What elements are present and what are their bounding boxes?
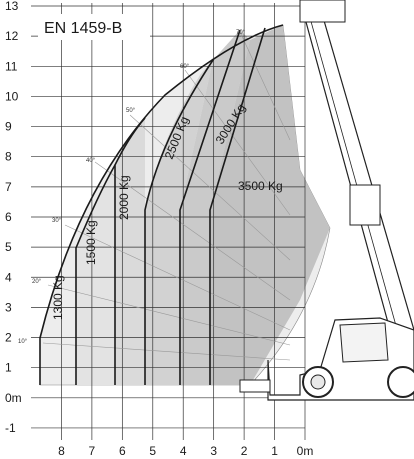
ray-50	[129, 114, 291, 261]
x-tick-label: 3	[210, 444, 217, 458]
y-tick-label: 11	[5, 59, 18, 73]
angle-label: 30°	[52, 218, 62, 224]
x-tick-label: 5	[149, 444, 156, 458]
y-tick-label: 0m	[5, 391, 22, 405]
zone-3500kg	[210, 25, 330, 385]
y-tick-label: 12	[5, 29, 19, 43]
y-tick-label: 4	[5, 270, 12, 284]
zone-1500kg	[76, 165, 115, 385]
telehandler-illustration	[239, 0, 414, 401]
x-tick-label: 4	[180, 444, 187, 458]
zone-3000kg	[180, 30, 250, 385]
angle-label: 60°	[180, 64, 190, 70]
capacity-curves	[39, 24, 284, 385]
ray-20	[47, 284, 291, 346]
capacity-label: 3500 Kg	[238, 179, 283, 193]
angle-label: 70°	[236, 30, 246, 36]
front-forks	[239, 379, 271, 393]
curve-1300kg	[39, 24, 284, 385]
y-tick-label: 6	[5, 210, 12, 224]
curve-2000kg	[114, 117, 146, 385]
angle-label: 40°	[86, 158, 96, 164]
y-tick-label: 10	[5, 89, 19, 103]
ray-30	[64, 224, 291, 331]
y-tick-label: 13	[5, 0, 19, 13]
y-tick-label: 2	[5, 331, 12, 345]
capacity-label: 1300 Kg	[51, 275, 65, 320]
standard-label: EN 1459-B	[44, 20, 122, 37]
capacity-label: 1500 Kg	[84, 220, 98, 265]
x-tick-label: 8	[58, 444, 65, 458]
cab-window	[339, 322, 389, 363]
boom	[299, 0, 414, 353]
ray-10	[42, 342, 291, 361]
front-hub	[310, 374, 326, 390]
angle-label: 10°	[18, 339, 28, 345]
boom-edge	[304, 0, 401, 341]
ray-40	[94, 161, 291, 301]
fork-carriage-top	[299, 0, 346, 23]
y-tick-label: 3	[5, 300, 12, 314]
y-tick-label: 8	[5, 150, 12, 164]
capacity-label: 2000 Kg	[117, 175, 131, 220]
grid	[31, 3, 306, 440]
fork-carriage-mid	[349, 184, 381, 226]
y-tick-label: 1	[5, 361, 12, 375]
y-tick-label: 5	[5, 240, 12, 254]
y-axis-ticks: 13 12 11 10 9 8 7 6 5 4 3 2 1 0m -1	[5, 0, 22, 435]
curve-1500kg	[75, 164, 116, 385]
x-tick-label: 0m	[297, 444, 314, 458]
angle-labels: 10° 20° 30° 40° 50° 60° 70°	[18, 30, 246, 345]
angle-label: 20°	[32, 279, 42, 285]
rear-wheel	[387, 366, 414, 398]
x-tick-label: 7	[89, 444, 96, 458]
angle-rays	[42, 31, 291, 361]
y-tick-label: 7	[5, 180, 12, 194]
ray-60	[184, 69, 291, 216]
x-tick-label: 1	[271, 444, 278, 458]
y-tick-label: 9	[5, 120, 12, 134]
ray-70	[239, 31, 291, 141]
curve-3000kg	[179, 29, 241, 385]
curve-3500kg	[209, 27, 266, 385]
angle-label: 50°	[126, 108, 136, 114]
x-tick-label: 6	[119, 444, 126, 458]
curve-2500kg	[144, 59, 214, 385]
zone-2000kg	[115, 118, 145, 385]
standard-label-bg	[38, 14, 150, 40]
zone-2500kg	[145, 60, 213, 385]
x-tick-label: 2	[241, 444, 248, 458]
y-tick-label: -1	[5, 421, 16, 435]
x-axis-ticks: 8 7 6 5 4 3 2 1 0m	[58, 444, 313, 458]
